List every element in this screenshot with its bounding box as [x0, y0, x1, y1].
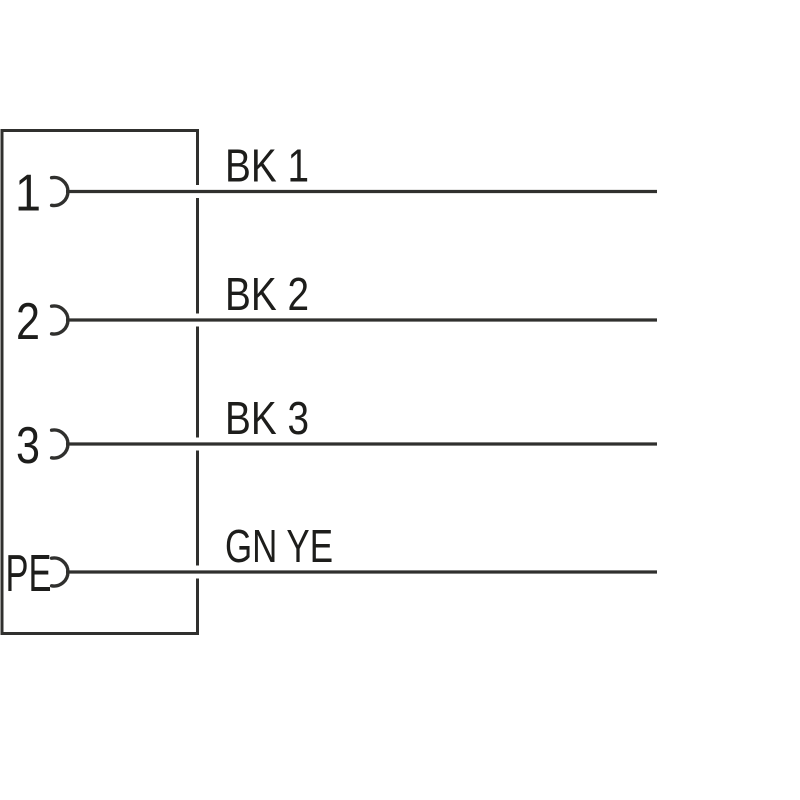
pin-number-label: 1	[15, 165, 41, 223]
wire-color-label: GN YE	[225, 520, 333, 572]
wire-color-label: BK 2	[225, 268, 309, 320]
wire-color-label: BK 1	[225, 140, 309, 192]
pin-row-2: 2 BK 2	[16, 268, 657, 351]
pin-contact-arc-icon	[49, 428, 70, 460]
pin-number-label: 2	[16, 293, 40, 351]
pin-number-label: PE	[6, 545, 52, 603]
connector-body-outline	[0, 129, 199, 635]
wire-color-label: BK 3	[225, 392, 309, 444]
pin-contact-arc-icon	[49, 556, 70, 588]
pin-row-1: 1 BK 1	[15, 140, 657, 223]
pin-contact-arc-icon	[49, 175, 70, 208]
pin-row-3: 3 BK 3	[16, 392, 657, 475]
pin-number-label: 3	[16, 417, 40, 475]
pin-row-pe: PE GN YE	[6, 520, 657, 603]
pin-contact-arc-icon	[49, 304, 70, 336]
